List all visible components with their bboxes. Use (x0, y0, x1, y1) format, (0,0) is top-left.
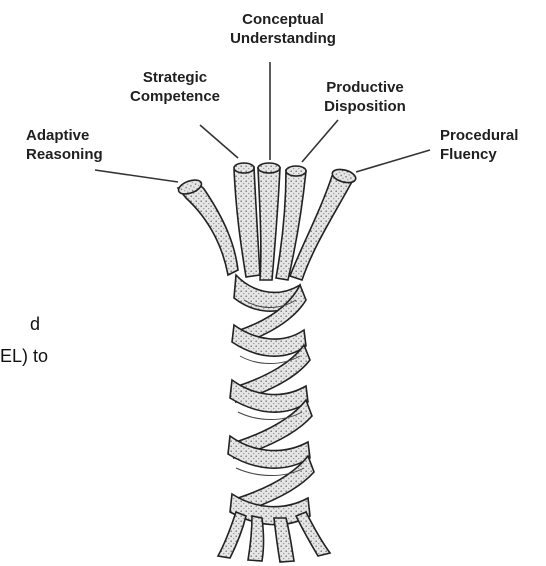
label-conceptual-understanding: Conceptual Understanding (208, 10, 358, 48)
leader-line-productive (302, 120, 338, 162)
label-adaptive-line-1: Adaptive (26, 126, 116, 145)
label-productive-line-2: Disposition (305, 97, 425, 116)
label-strategic-competence: Strategic Competence (110, 68, 240, 106)
label-productive-line-1: Productive (305, 78, 425, 97)
label-adaptive-line-2: Reasoning (26, 145, 116, 164)
background-text-line-2: EL) to (0, 346, 48, 367)
strand-end-strategic (234, 163, 254, 173)
background-text-line-1: d (30, 314, 40, 335)
label-procedural-line-2: Fluency (440, 145, 540, 164)
leader-line-procedural (356, 150, 430, 172)
label-procedural-fluency: Procedural Fluency (440, 126, 540, 164)
label-strategic-line-2: Competence (110, 87, 240, 106)
strand-end-conceptual (258, 163, 280, 173)
braided-section (218, 275, 330, 562)
strand-end-productive (286, 166, 306, 176)
label-productive-disposition: Productive Disposition (305, 78, 425, 116)
separate-strands (177, 163, 357, 280)
leader-line-adaptive (95, 170, 178, 182)
strand-strategic (234, 167, 260, 277)
label-conceptual-line-2: Understanding (208, 29, 358, 48)
label-procedural-line-1: Procedural (440, 126, 540, 145)
strand-conceptual (258, 168, 280, 280)
label-conceptual-line-1: Conceptual (208, 10, 358, 29)
label-adaptive-reasoning: Adaptive Reasoning (26, 126, 116, 164)
strand-adaptive (178, 185, 238, 275)
label-strategic-line-1: Strategic (110, 68, 240, 87)
leader-line-strategic (200, 125, 238, 158)
